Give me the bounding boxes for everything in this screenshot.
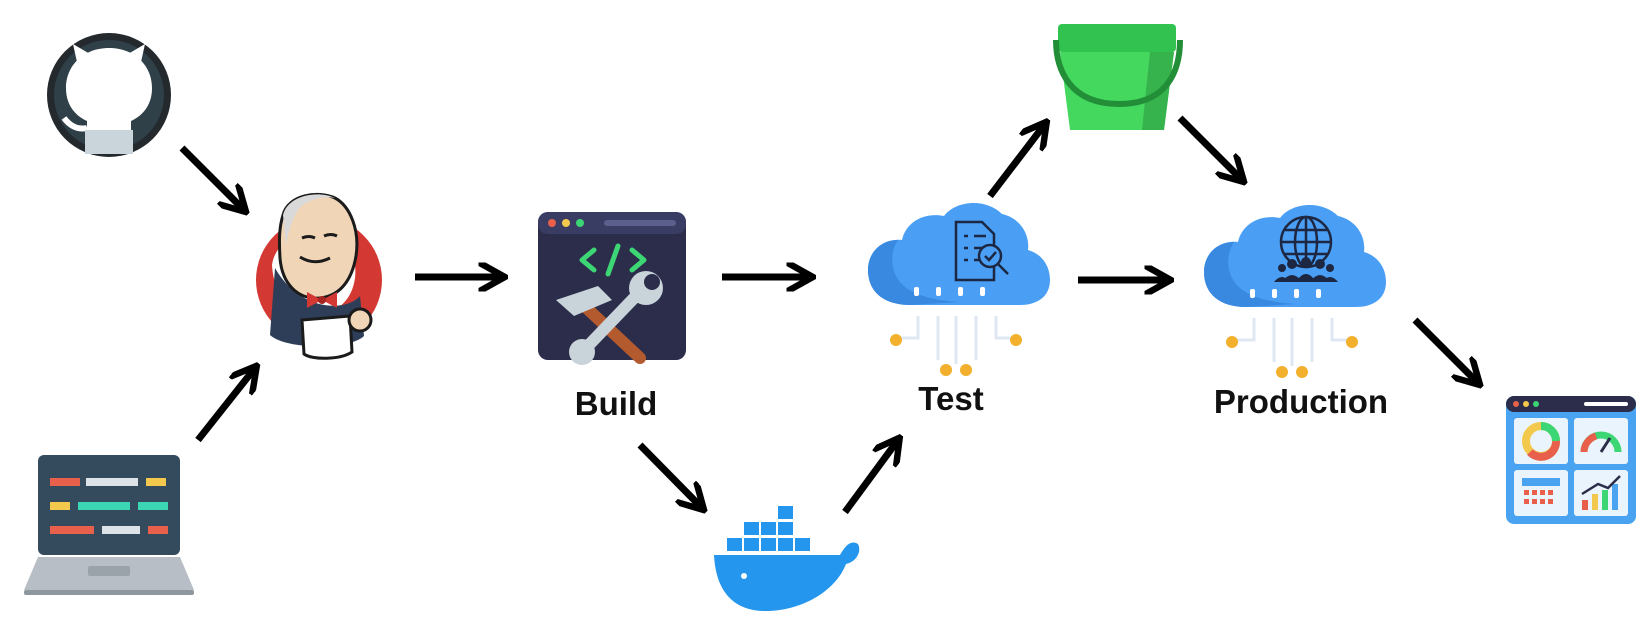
stage-label-production: Production xyxy=(1213,383,1389,420)
cloud-production-icon xyxy=(1204,204,1386,378)
arrow-laptop-to-jenkins xyxy=(195,368,255,443)
arrow-production-to-dashboard xyxy=(1412,317,1478,383)
stage-label-build: Build xyxy=(574,385,658,422)
arrow-build-to-docker xyxy=(637,442,702,508)
dashboard-icon xyxy=(1506,396,1636,524)
arrow-bucket-to-production xyxy=(1177,115,1242,180)
arrow-github-to-jenkins xyxy=(179,145,244,210)
docker-icon xyxy=(714,506,860,612)
storage-bucket-icon xyxy=(1053,24,1183,130)
arrow-test-to-bucket xyxy=(987,124,1045,199)
github-icon xyxy=(47,33,171,157)
jenkins-icon xyxy=(256,192,382,360)
cloud-test-icon xyxy=(868,202,1050,376)
arrow-docker-to-test xyxy=(842,440,898,515)
stage-label-test: Test xyxy=(918,380,984,417)
build-tools-icon xyxy=(538,212,686,365)
laptop-code-icon xyxy=(24,455,194,595)
